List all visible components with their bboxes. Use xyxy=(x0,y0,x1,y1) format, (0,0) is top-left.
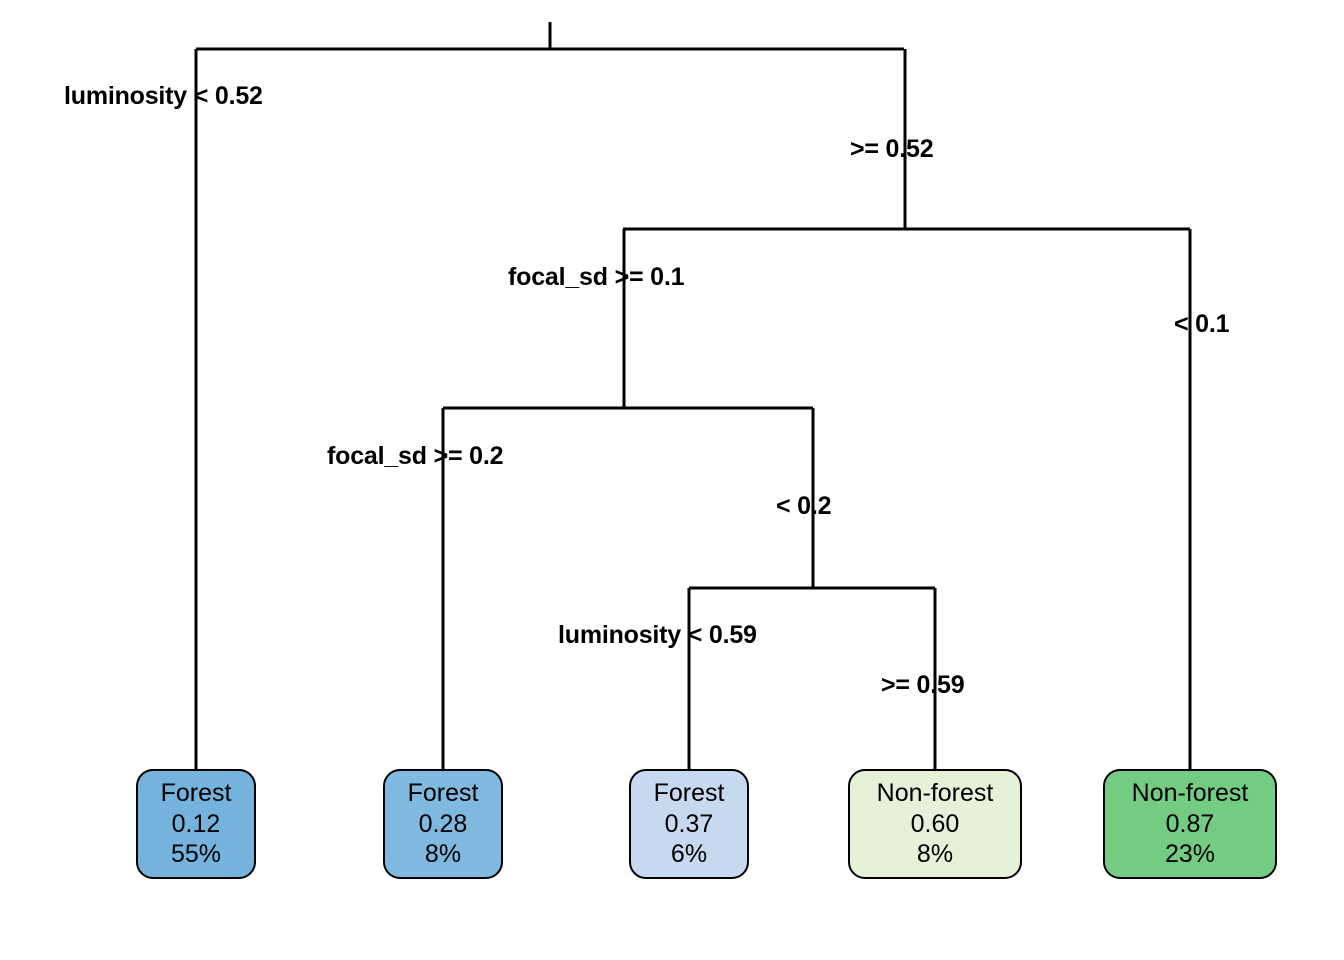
leaf-2-class: Forest xyxy=(407,779,479,808)
leaf-node-2: Forest 0.28 8% xyxy=(383,769,503,879)
leaf-4-value: 0.60 xyxy=(910,809,960,838)
split-label-root-right: >= 0.52 xyxy=(850,135,934,163)
leaf-1-class: Forest xyxy=(160,779,232,808)
split-label-n4-left: luminosity < 0.59 xyxy=(558,621,757,649)
leaf-5-class: Non-forest xyxy=(1131,779,1249,808)
leaf-node-4: Non-forest 0.60 8% xyxy=(848,769,1022,879)
leaf-3-pct: 6% xyxy=(670,840,708,869)
leaf-node-1: Forest 0.12 55% xyxy=(136,769,256,879)
split-label-root-left: luminosity < 0.52 xyxy=(64,82,263,110)
leaf-5-value: 0.87 xyxy=(1165,809,1215,838)
leaf-4-class: Non-forest xyxy=(876,779,994,808)
split-label-n2-right: < 0.1 xyxy=(1174,310,1230,338)
split-label-n4-right: >= 0.59 xyxy=(881,671,965,699)
leaf-1-value: 0.12 xyxy=(171,809,221,838)
leaf-3-value: 0.37 xyxy=(664,809,714,838)
leaf-2-value: 0.28 xyxy=(418,809,468,838)
split-label-n2-left: focal_sd >= 0.1 xyxy=(508,263,685,291)
leaf-4-pct: 8% xyxy=(916,840,954,869)
leaf-2-pct: 8% xyxy=(424,840,462,869)
leaf-node-3: Forest 0.37 6% xyxy=(629,769,749,879)
leaf-node-5: Non-forest 0.87 23% xyxy=(1103,769,1277,879)
leaf-5-pct: 23% xyxy=(1164,840,1216,869)
leaf-3-class: Forest xyxy=(653,779,725,808)
leaf-1-pct: 55% xyxy=(170,840,222,869)
split-label-n3-right: < 0.2 xyxy=(776,492,832,520)
split-label-n3-left: focal_sd >= 0.2 xyxy=(327,442,504,470)
